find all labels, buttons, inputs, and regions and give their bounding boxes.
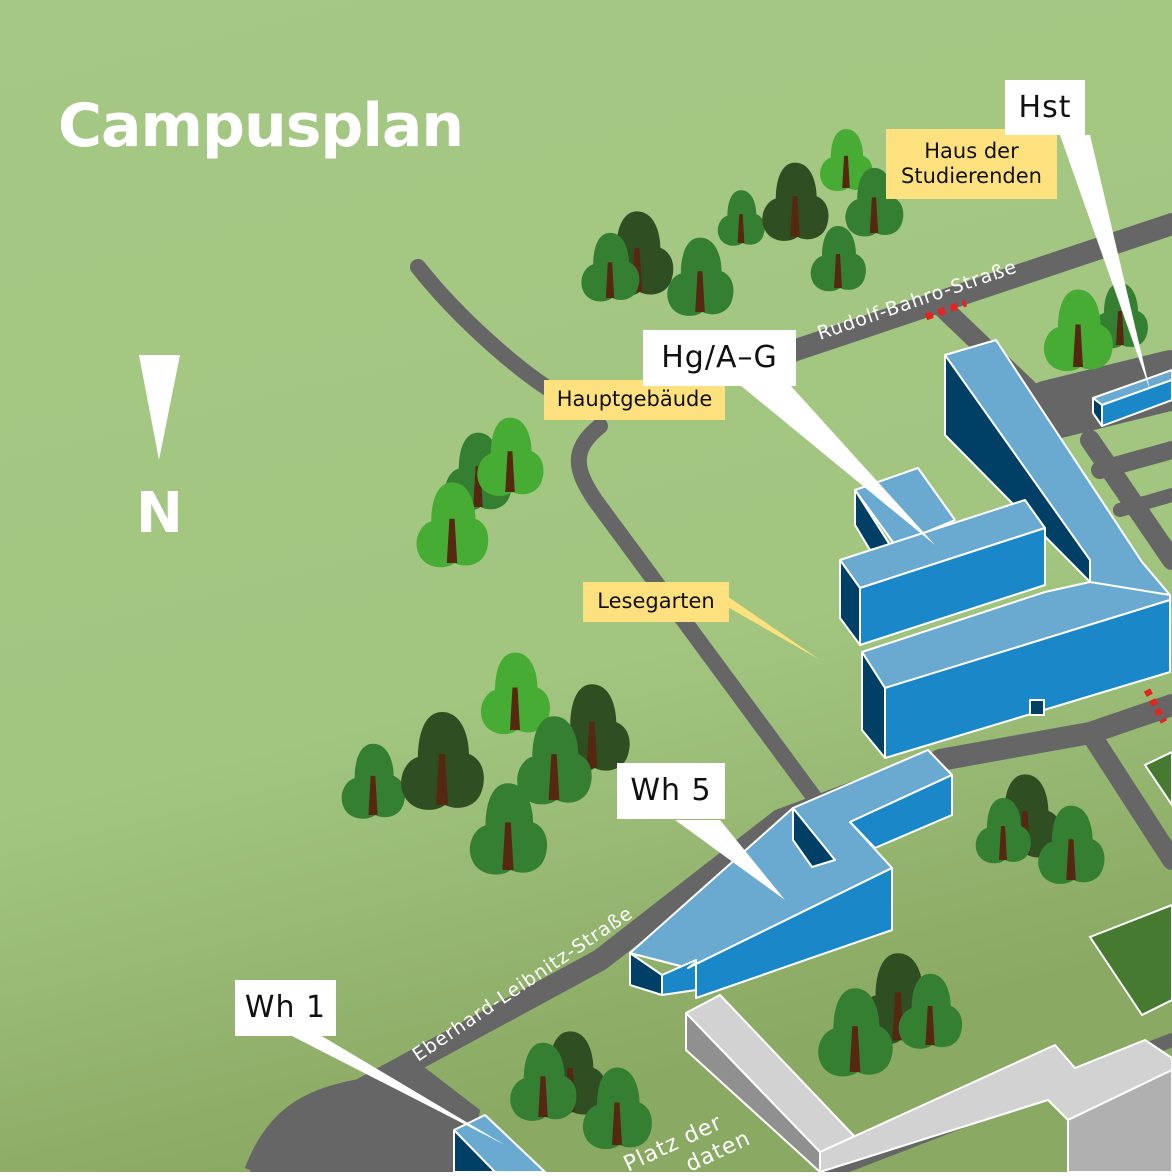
- building-code-label-wh1[interactable]: Wh 1: [235, 980, 336, 1036]
- building-grey: [685, 994, 1172, 1173]
- pointer-hg: [740, 385, 935, 545]
- road-wedge-bottom-left: [250, 1060, 480, 1172]
- building-name-label-hauptgebaeude[interactable]: Hauptgebäude: [544, 380, 725, 420]
- building-code-label-hst[interactable]: Hst: [1005, 80, 1085, 135]
- building-name-label-hst[interactable]: Haus der Studierenden: [886, 129, 1057, 199]
- map-title: Campusplan: [58, 91, 464, 161]
- footpath-south: [570, 418, 833, 820]
- building-code-label-wh5[interactable]: Wh 5: [617, 763, 725, 819]
- building-wh5: [629, 749, 953, 999]
- north-label: N: [136, 481, 183, 546]
- building-hst: [1092, 369, 1172, 427]
- pointer-wh5: [675, 820, 785, 900]
- pointer-hst: [1060, 135, 1150, 390]
- road-southeast: [1080, 723, 1172, 870]
- building-code-label-hg[interactable]: Hg/A–G: [643, 330, 796, 386]
- road-east-diag: [1080, 430, 1172, 570]
- callout-pointers: [290, 135, 1150, 1145]
- pointer-wh1: [290, 1035, 505, 1145]
- sports-field: [1088, 903, 1172, 1017]
- sports-field: [1143, 750, 1172, 807]
- north-arrow-icon: [139, 355, 180, 460]
- area-label-lesegarten[interactable]: Lesegarten: [583, 582, 729, 622]
- building-hauptgebaeude: [839, 339, 1171, 759]
- pointer-lesegarten: [712, 598, 820, 660]
